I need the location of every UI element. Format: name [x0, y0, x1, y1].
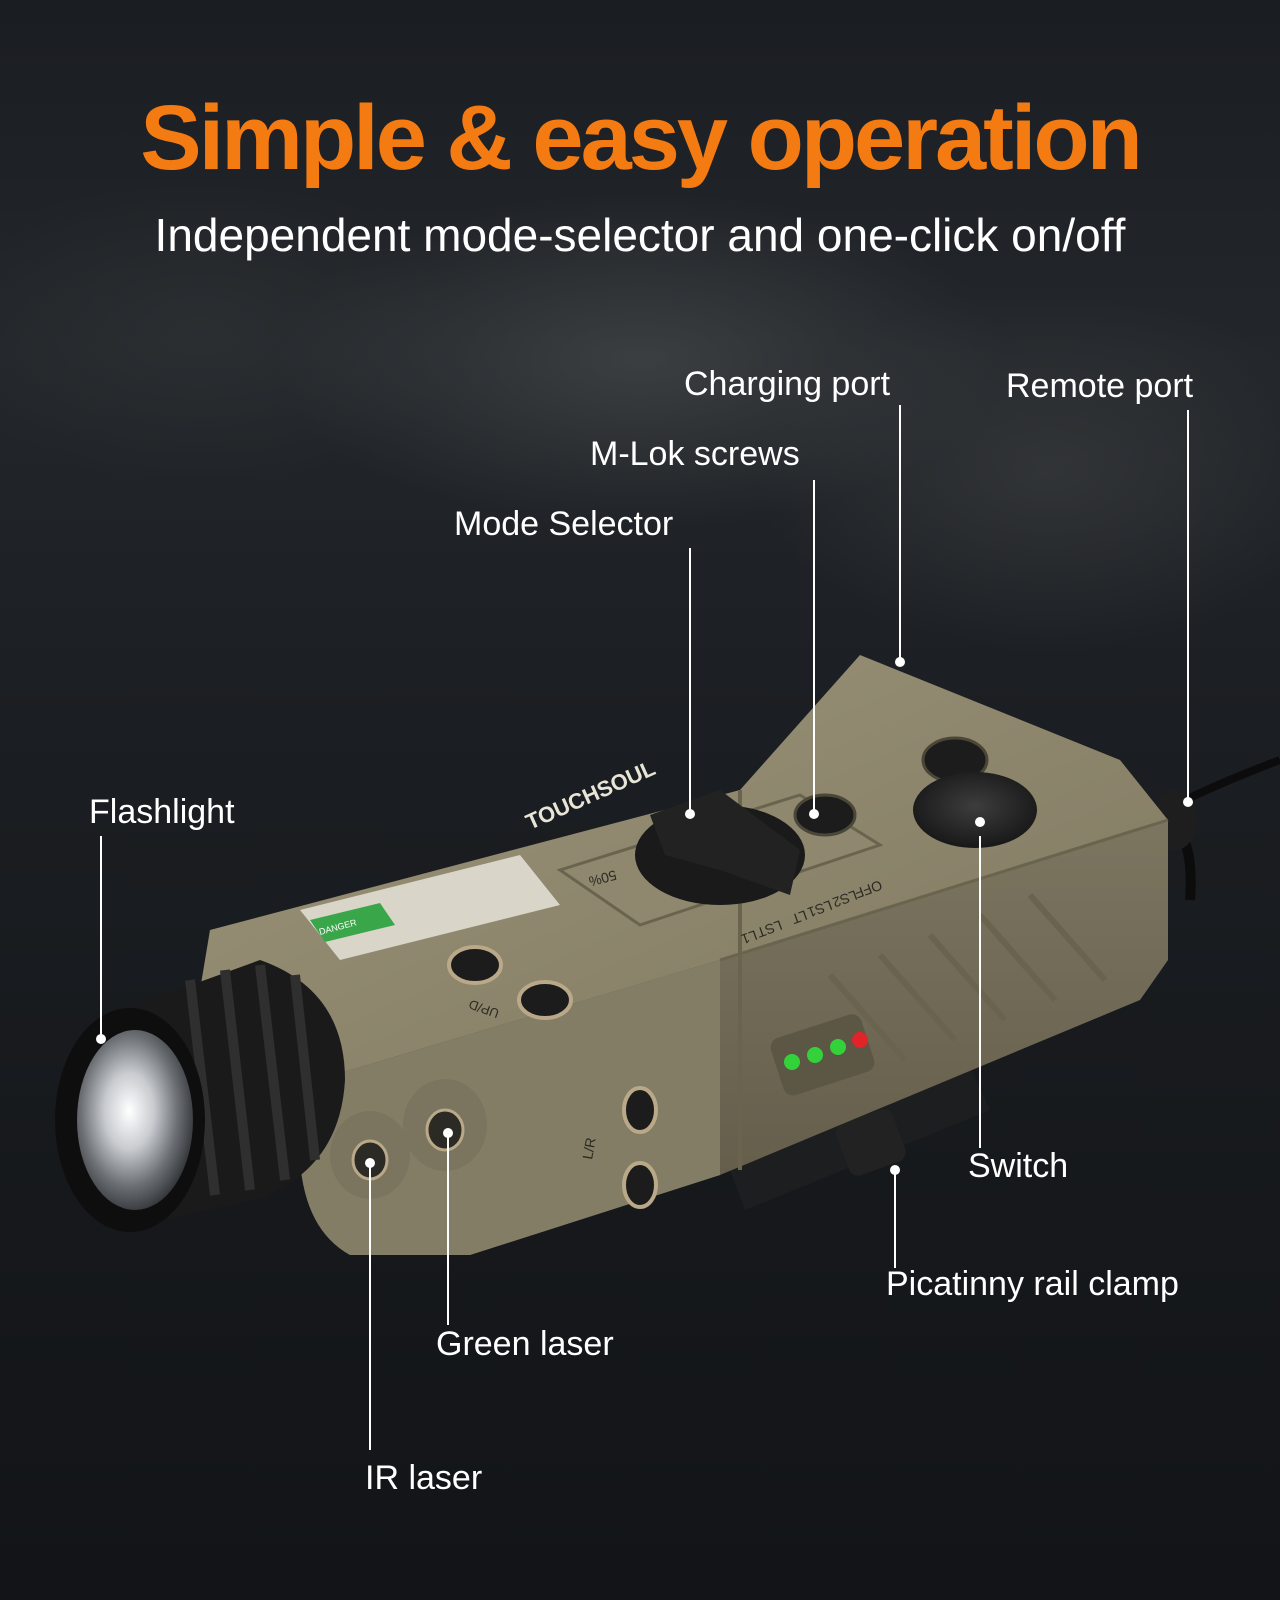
indicator-led-red [852, 1032, 868, 1048]
callout-dots [96, 657, 1193, 1175]
laser-port-1 [622, 1086, 658, 1134]
mode-marking-lt: LT [789, 907, 809, 927]
brightness-marking: 50% [587, 867, 618, 890]
callout-leaders [100, 405, 1189, 1450]
callout-picatinny-rail-clamp: Picatinny rail clamp [886, 1265, 1179, 1303]
callout-remote-port: Remote port [1006, 367, 1194, 405]
subheadline: Independent mode-selector and one-click … [154, 209, 1126, 261]
indicator-led-green-1 [784, 1054, 800, 1070]
indicator-led-green-2 [807, 1047, 823, 1063]
callout-flashlight: Flashlight [89, 793, 235, 831]
rail-clamp-knob [836, 1109, 906, 1176]
body-seam-top [719, 818, 1169, 962]
callout-ir-laser: IR laser [365, 1459, 483, 1497]
flashlight-lens [77, 1030, 193, 1210]
side-ribs [827, 893, 1108, 1062]
callout-mode-selector: Mode Selector [454, 505, 674, 543]
m-lok-screw-1 [793, 793, 857, 837]
callout-green-laser: Green laser [436, 1325, 614, 1363]
port-upper-2 [517, 980, 573, 1020]
port-upper-1 [447, 945, 503, 985]
switch-button [913, 772, 1037, 848]
indicator-led-green-3 [830, 1039, 846, 1055]
laser-marking: L/R [579, 1136, 599, 1160]
mode-marking-l1: L1 [739, 927, 759, 947]
body-front [300, 960, 720, 1255]
headline: Simple & easy operation [140, 87, 1143, 189]
callout-switch: Switch [968, 1147, 1069, 1185]
callout-m-lok-screws: M-Lok screws [590, 435, 800, 473]
laser-port-2 [622, 1161, 658, 1209]
warning-label-stripe [310, 903, 395, 942]
warning-label [300, 855, 560, 960]
flashlight-grip [185, 964, 320, 1196]
callout-charging-port: Charging port [684, 365, 891, 403]
